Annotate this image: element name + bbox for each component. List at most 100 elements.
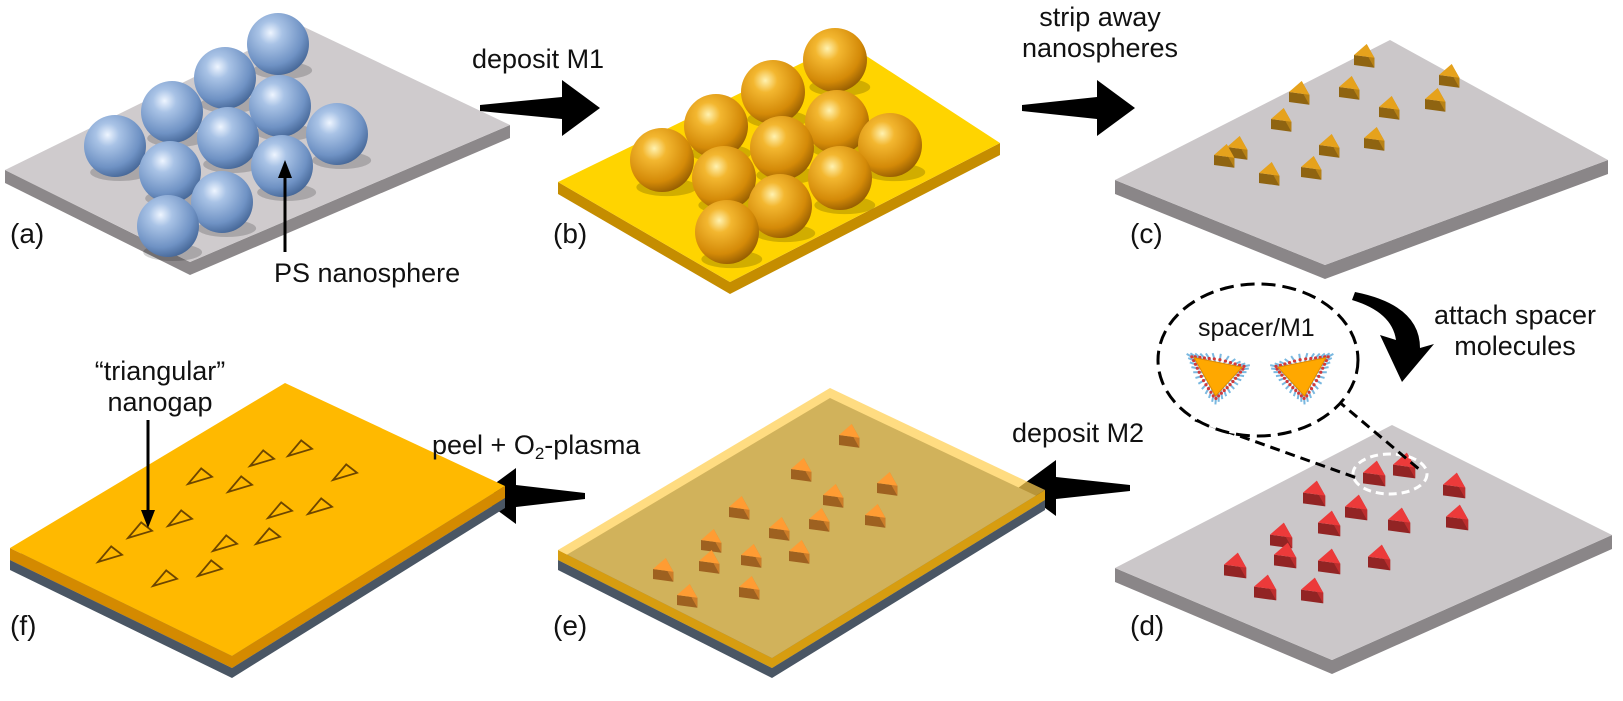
ps-nanosphere-label: PS nanosphere [274,258,461,288]
film-f [10,383,505,668]
m1-triangle-5-top [1379,96,1400,110]
zoom-triangle-right-dot [1326,355,1330,359]
zoom-triangle-right-dot [1305,394,1309,398]
spacer-triangle-2 [1443,472,1466,499]
zoom-triangle-right-dot [1322,362,1327,366]
substrate-a-front [5,170,190,275]
arrow-attach-spacer [1352,292,1434,382]
m2-triangle-1 [791,458,812,482]
m1-triangle-0-top [1354,44,1375,58]
substrate-d-top [1115,425,1612,660]
zoom-triangle-right-dot [1275,367,1279,371]
m2-triangle-11-top [699,550,720,564]
zoom-triangle-left-dot [1241,367,1245,371]
spacer-triangle-7-top [1318,510,1341,526]
nanogap-pointer-head [141,510,155,528]
m2-triangle-12 [653,558,674,582]
spacer-triangle-9 [1274,542,1297,569]
zoom-triangle-left-dot [1195,366,1199,370]
ps-nanosphere-2 [249,75,315,142]
nanogap-5 [305,497,334,516]
ps-nanosphere-6 [84,115,150,182]
ps-nanosphere-7 [251,135,317,202]
peel-prefix: peel + O [432,430,535,460]
m2-triangle-3-top [823,484,844,498]
gold-nanosphere-1-ball [741,60,805,124]
gold-nanosphere-3-ball [684,94,748,158]
zoom-triangle-right-dot [1299,394,1304,398]
zoom-triangle-left-dot [1214,396,1218,401]
step-label-attach-spacer: attach spacer molecules [1420,300,1610,362]
step-label-strip-away-line2: nanospheres [1021,33,1179,64]
zoom-triangle-right-dot [1287,361,1292,365]
step-label-strip-away-line1: strip away [1039,2,1161,32]
m1-triangle-6 [1271,108,1292,132]
substrate-e-side [772,500,1045,678]
ps-nanosphere-5 [197,107,263,174]
gold-nanosphere-6 [630,128,698,197]
m1-triangle-7 [1364,127,1385,151]
m1-triangle-9-top [1227,136,1248,150]
arrow-strip-away [1022,80,1135,136]
arrow-deposit-m1 [480,80,600,136]
step-label-peel-plasma: peel + O2-plasma [432,430,640,464]
m1-triangle-4-top [1425,88,1446,102]
spacer-triangle-6 [1388,507,1411,534]
m1-triangle-12-top [1259,162,1280,176]
zoom-triangle-right-dot [1309,387,1314,391]
m2-triangle-7 [769,517,790,541]
gold-nanosphere-2-ball [805,90,869,154]
m2-triangle-9 [789,540,810,564]
spacer-triangle-3 [1303,480,1326,507]
zoom-triangle-right-dot [1307,390,1311,394]
spacer-triangle-12 [1224,552,1247,579]
panel-label-a: (a) [10,218,45,249]
zoom-triangle-right-dot [1283,362,1287,366]
zoom-triangle-right-dot [1314,356,1318,360]
zoom-triangle-left-dot [1204,383,1208,387]
ps-nanosphere-9-ball [191,171,253,233]
substrate-c [1115,40,1608,279]
spacer-triangle-6-top [1388,507,1411,523]
substrate-d [1115,425,1612,674]
zoom-source-ellipse [1351,452,1429,496]
zoom-triangle-left-dot [1197,370,1201,374]
gold-nanosphere-4 [858,113,926,182]
zoom-triangle-right-dot [1314,379,1319,383]
ps-nanosphere-1-ball [194,47,256,109]
m2-triangle-10-top [741,544,762,558]
zoom-triangle-left-dot [1216,394,1221,398]
substrate-c-front [1115,180,1325,279]
nanogap-2 [330,463,359,482]
spacer-triangle-12-top [1224,552,1247,568]
zoom-triangle-right [1269,352,1334,405]
zoom-triangle-right-dot [1274,364,1278,368]
zoom-triangle-right-dot [1304,357,1308,361]
spacer-triangle-7 [1318,510,1341,537]
m2-triangle-14-top [677,584,698,598]
m2-triangle-14 [677,584,698,608]
gold-nanosphere-8 [808,146,876,215]
nanogap-6 [265,501,294,520]
m1-triangle-6-top [1271,108,1292,122]
zoom-triangle-left-dot [1238,370,1243,374]
zoom-triangle-left-dot [1242,364,1246,368]
gold-nanosphere-5-ball [750,116,814,180]
m2-triangle-9-top [789,540,810,554]
m1-triangle-5 [1379,96,1400,120]
spacer-triangle-5-top [1446,504,1469,520]
m1-triangle-4 [1425,88,1446,112]
m1-triangle-10 [1214,144,1235,168]
m1-triangle-0 [1354,44,1375,68]
m1-triangle-12 [1259,162,1280,186]
m1-triangle-2 [1339,76,1360,100]
m1-triangle-1 [1439,64,1460,88]
ps-nanosphere-0-ball [247,13,309,75]
spacer-triangle-5 [1446,504,1469,531]
nanogap-8 [125,521,154,540]
zoom-triangle-right-dot [1317,374,1321,379]
m1-triangle-8 [1319,134,1340,158]
m2-triangle-5-top [865,504,886,518]
zoom-triangle-left-dot [1192,358,1196,363]
ps-pointer-head [278,160,292,178]
